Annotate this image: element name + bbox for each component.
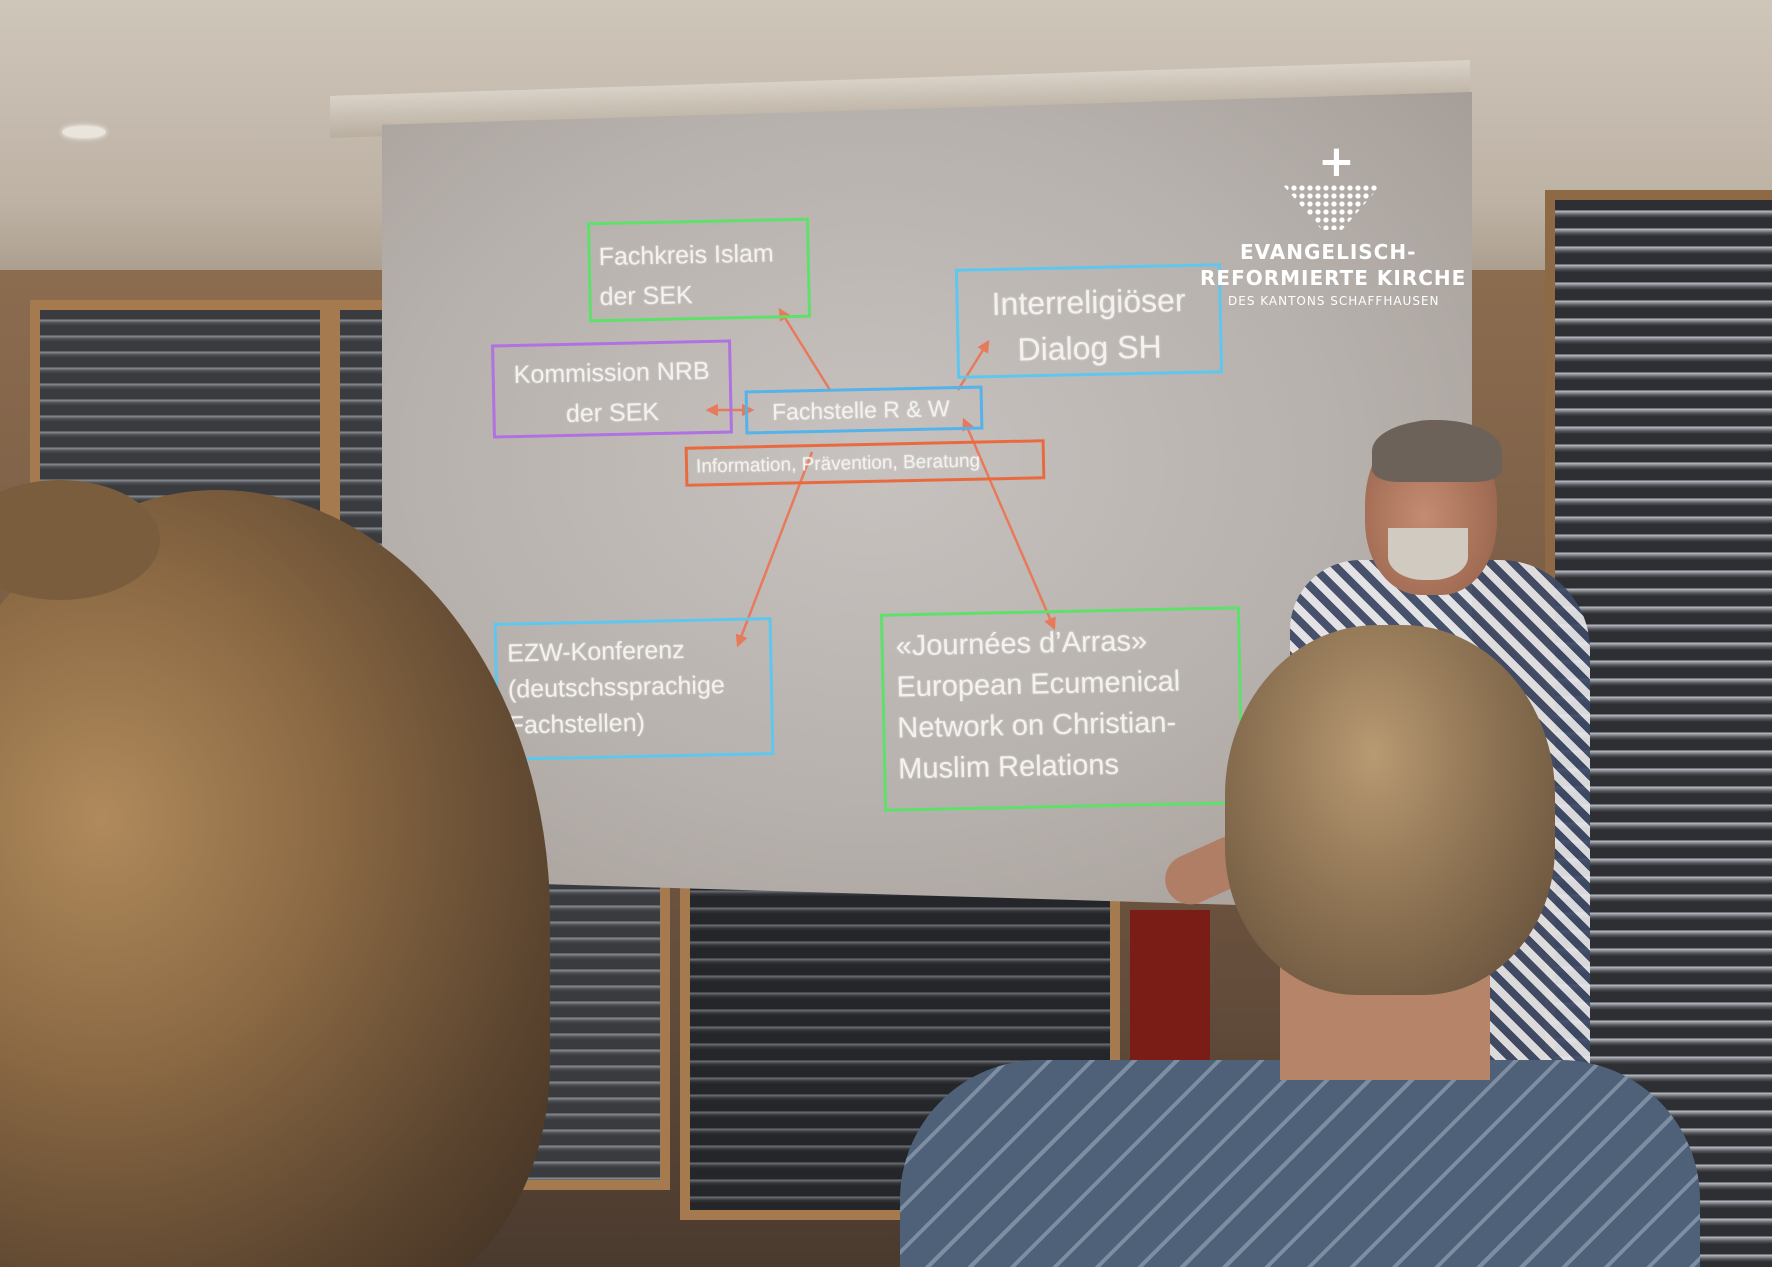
audience-hair-left xyxy=(0,480,160,600)
arrow-fachstelle-to-interreligioes xyxy=(956,339,990,391)
slide-box-kommission-nrb: Kommission NRB der SEK xyxy=(491,339,733,439)
logo-text-line1: EVANGELISCH- xyxy=(1240,240,1417,264)
slide-box-text: Network on Christian- xyxy=(897,706,1177,745)
slide-box-text: Fachkreis Islam xyxy=(598,239,775,272)
speaker-hair xyxy=(1372,420,1502,482)
red-curtain xyxy=(1130,910,1210,1060)
slide-box-text: der SEK xyxy=(565,398,660,428)
slide-box-text: Fachstelle R & W xyxy=(771,395,950,425)
slide-box-text: Kommission NRB xyxy=(513,356,710,390)
slide-box-text: (deutschssprachige xyxy=(507,671,726,704)
arrow-fachstelle-to-arras xyxy=(962,417,1056,631)
slide-box-text: Information, Prävention, Beratung xyxy=(695,450,981,478)
slide-box-fachstelle: Fachstelle R & W xyxy=(744,385,984,435)
slide-box-text: European Ecumenical xyxy=(896,665,1181,704)
slide-box-fachkreis-islam: Fachkreis Islam der SEK xyxy=(586,217,812,323)
logo-text-line2: REFORMIERTE KIRCHE xyxy=(1200,266,1467,290)
slide-box-text: Muslim Relations xyxy=(897,748,1120,786)
slide-box-text: «Journées d’Arras» xyxy=(895,625,1148,663)
arrow-fachstelle-to-fachkreis xyxy=(778,307,832,391)
dotted-chalice-icon xyxy=(1282,184,1382,230)
slide-box-ezw-konferenz: EZW-Konferenz (deutschssprachige Fachste… xyxy=(493,617,775,761)
speaker-beard xyxy=(1388,528,1468,580)
cross-icon: + xyxy=(1318,136,1355,187)
slide-box-interreligioeser-dialog: Interreligiöser Dialog SH xyxy=(954,263,1224,379)
slide-box-text: Interreligiöser xyxy=(991,281,1186,323)
arrow-fachstelle-to-ezw xyxy=(735,451,814,648)
church-logo: + EVANGELISCH- REFORMIERTE KIRCHE DES KA… xyxy=(1200,140,1470,320)
slide-box-journees-arras: «Journées d’Arras» European Ecumenical N… xyxy=(879,606,1245,812)
ceiling-downlight xyxy=(62,126,106,138)
slide-box-text: Fachstellen) xyxy=(508,708,646,740)
audience-head-right xyxy=(1225,625,1555,995)
logo-text-line3: DES KANTONS SCHAFFHAUSEN xyxy=(1228,294,1440,308)
slide-box-text: der SEK xyxy=(599,281,693,312)
audience-patterned-shirt xyxy=(900,1060,1700,1267)
slide-box-text: Dialog SH xyxy=(1017,328,1162,368)
slide-box-information: Information, Prävention, Beratung xyxy=(684,439,1046,487)
slide-box-text: EZW-Konferenz xyxy=(506,635,685,668)
